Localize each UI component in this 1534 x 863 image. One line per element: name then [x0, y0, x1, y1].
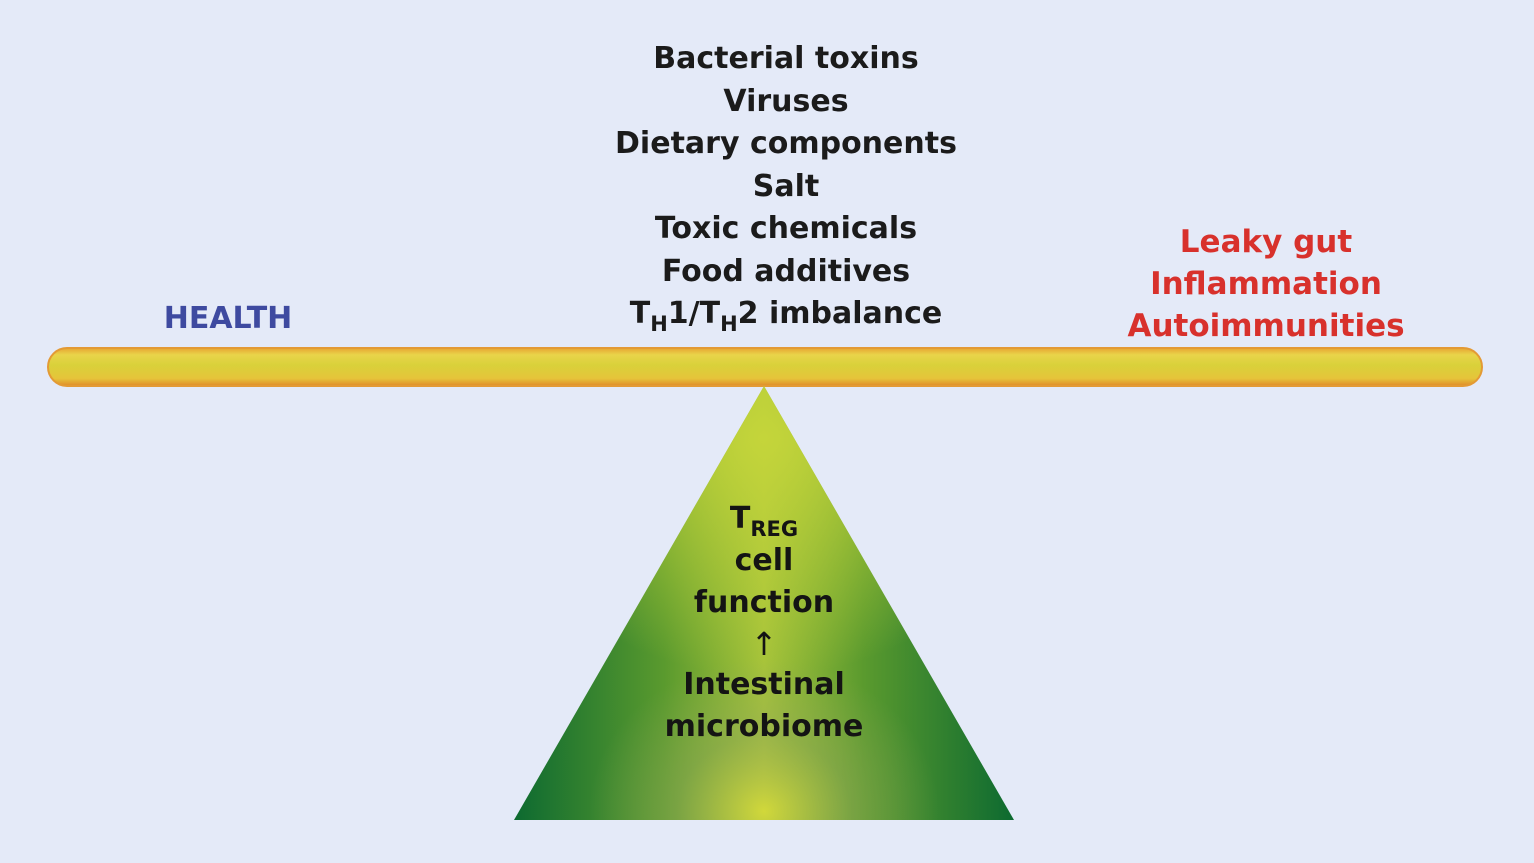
fulcrum-line-intestinal: Intestinal: [683, 667, 845, 702]
stressor-item: Bacterial toxins: [653, 41, 919, 76]
fulcrum-line-microbiome: microbiome: [664, 709, 864, 744]
th2-subscript: H: [720, 312, 738, 336]
th2-t: T: [699, 296, 721, 331]
stressor-item: Toxic chemicals: [654, 211, 918, 246]
stressor-item: Salt: [752, 168, 820, 204]
stressor-item: Food additives: [661, 253, 911, 289]
th-imbalance-label: TH1/TH2 imbalance: [536, 293, 1036, 336]
fulcrum-highlight-bottom: [514, 386, 1014, 820]
treg-subscript: REG: [750, 517, 799, 541]
stressor-list: Bacterial toxins Viruses Dietary compone…: [536, 38, 1036, 336]
outcome-item: Inflammation: [1150, 266, 1382, 302]
outcome-item: Autoimmunities: [1127, 308, 1405, 344]
balance-beam-bar: [47, 347, 1483, 387]
stressor-item: Dietary components: [615, 126, 957, 161]
health-label: HEALTH: [163, 301, 293, 336]
th-tail: 2 imbalance: [737, 296, 943, 331]
th-mid: 1/: [667, 296, 700, 331]
fulcrum-label: TREG cell function ↑ Intestinal microbio…: [614, 498, 914, 748]
disease-outcomes: Leaky gut Inflammation Autoimmunities: [1106, 221, 1426, 347]
th1-subscript: H: [650, 312, 668, 336]
fulcrum-line-cell: cell: [734, 543, 794, 578]
outcome-item: Leaky gut: [1179, 224, 1353, 260]
treg-label: TREG: [614, 498, 914, 540]
fulcrum-line-function: function: [693, 585, 835, 620]
up-arrow-icon: ↑: [750, 625, 778, 663]
stressor-item: Viruses: [723, 83, 849, 119]
th1-t: T: [629, 296, 651, 331]
treg-t: T: [729, 501, 751, 536]
